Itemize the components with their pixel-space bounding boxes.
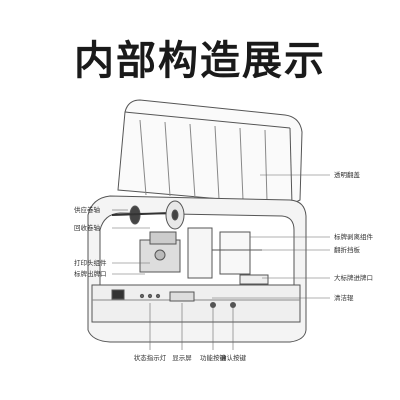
- display-shape: [169, 291, 195, 302]
- confirm-key-shape: [230, 302, 236, 308]
- label-confirm-key: 确认按键: [220, 354, 246, 362]
- function-key-shape: [210, 302, 216, 308]
- label-big-label-outlet: 大标牌进牌口: [334, 274, 373, 282]
- label-label-outlet: 标牌出牌口: [74, 270, 107, 278]
- transparent-cover-shape: [117, 99, 303, 206]
- label-print-head: 打印头组件: [74, 259, 107, 267]
- page-title: 内部构造展示: [74, 38, 326, 84]
- label-status-light: 状态指示灯: [133, 354, 167, 362]
- brand-plate: [111, 289, 125, 300]
- label-fold-baffle: 翻折挡板: [334, 246, 360, 254]
- label-function-key: 功能按键: [200, 354, 226, 362]
- status-light-shape: [139, 293, 145, 299]
- label-label-separator: 标牌剥离组件: [334, 233, 373, 241]
- label-recycle-reel: 回收卷轴: [74, 224, 100, 232]
- label-cleaning-roller: 清洁辊: [334, 294, 354, 302]
- label-transparent-cover: 透明翻盖: [334, 171, 360, 179]
- label-display: 显示屏: [172, 354, 192, 362]
- label-supply-reel: 供应卷轴: [74, 206, 100, 214]
